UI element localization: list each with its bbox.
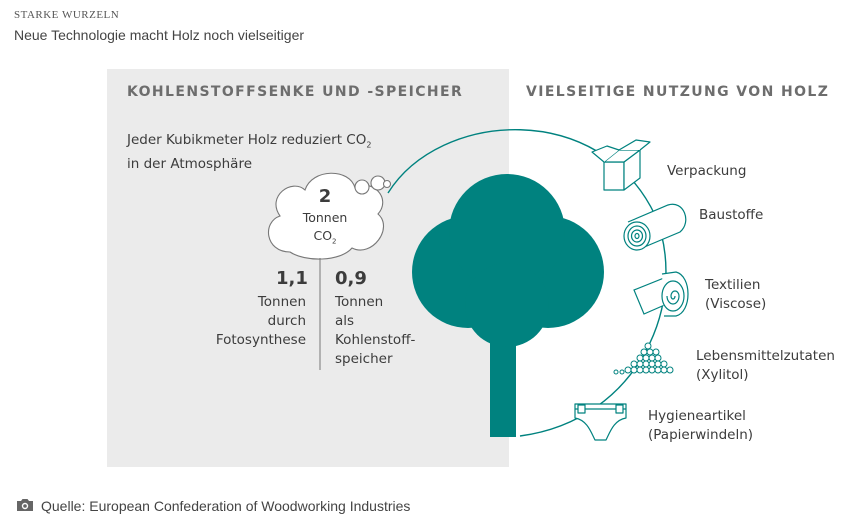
co2-cloud-icon: [267, 172, 392, 260]
use-textiles: Textilien (Viscose): [705, 276, 766, 314]
use-packaging: Verpackung: [667, 162, 746, 181]
use-packaging-label: Verpackung: [667, 163, 747, 179]
use-food-ingredients: Lebensmittelzutaten (Xylitol): [696, 347, 835, 385]
log-icon: [623, 203, 687, 251]
use-hygiene-sub: (Papierwindeln): [648, 427, 754, 443]
photosynthesis-line-3: Fotosynthese: [215, 332, 306, 348]
use-building-materials: Baustoffe: [699, 206, 763, 225]
photosynthesis-line-2: durch: [267, 313, 306, 329]
use-textiles-sub: (Viscose): [705, 296, 767, 312]
use-hygiene-label: Hygieneartikel: [648, 408, 746, 424]
camera-icon: [17, 499, 33, 511]
tree-icon: [412, 174, 604, 437]
use-hygiene: Hygieneartikel (Papierwindeln): [648, 407, 753, 445]
storage-line-3: Kohlenstoff-: [335, 332, 416, 348]
cloud-gas-subscript: 2: [332, 237, 337, 246]
cloud-gas: CO: [313, 228, 333, 243]
section-title-uses: VIELSEITIGE NUTZUNG VON HOLZ: [526, 84, 830, 100]
intro-text: Jeder Kubikmeter Holz reduziert CO2 in d…: [127, 131, 371, 174]
use-textiles-label: Textilien: [705, 277, 761, 293]
storage-line-4: speicher: [335, 351, 393, 367]
fabric-roll-icon: [633, 271, 689, 317]
granules-icon: [613, 342, 674, 375]
box-icon: [591, 139, 651, 191]
photosynthesis-value: 1,1: [276, 268, 308, 289]
kicker: STARKE WURZELN: [14, 9, 120, 21]
use-building-materials-label: Baustoffe: [699, 207, 764, 223]
diaper-icon: [574, 403, 627, 441]
use-food-ingredients-label: Lebensmittelzutaten: [696, 348, 835, 364]
cloud-unit: Tonnen CO2: [296, 209, 354, 251]
intro-line-2: in der Atmosphäre: [127, 155, 253, 172]
use-food-ingredients-sub: (Xylitol): [696, 367, 749, 383]
photosynthesis-label: Tonnen durch Fotosynthese: [190, 293, 306, 350]
source-credit: Quelle: European Confederation of Woodwo…: [41, 498, 411, 514]
photosynthesis-line-1: Tonnen: [257, 294, 306, 310]
headline: Neue Technologie macht Holz noch vielsei…: [14, 27, 305, 43]
intro-subscript: 2: [366, 140, 372, 150]
section-title-carbon: KOHLENSTOFFSENKE UND -SPEICHER: [127, 84, 464, 100]
storage-label: Tonnen als Kohlenstoff- speicher: [335, 293, 415, 369]
storage-line-1: Tonnen: [335, 294, 384, 310]
storage-line-2: als: [335, 313, 355, 329]
cloud-value: 2: [318, 186, 332, 207]
cloud-unit-label: Tonnen: [302, 210, 348, 225]
intro-line-1: Jeder Kubikmeter Holz reduziert CO: [127, 132, 367, 148]
storage-value: 0,9: [335, 268, 367, 289]
